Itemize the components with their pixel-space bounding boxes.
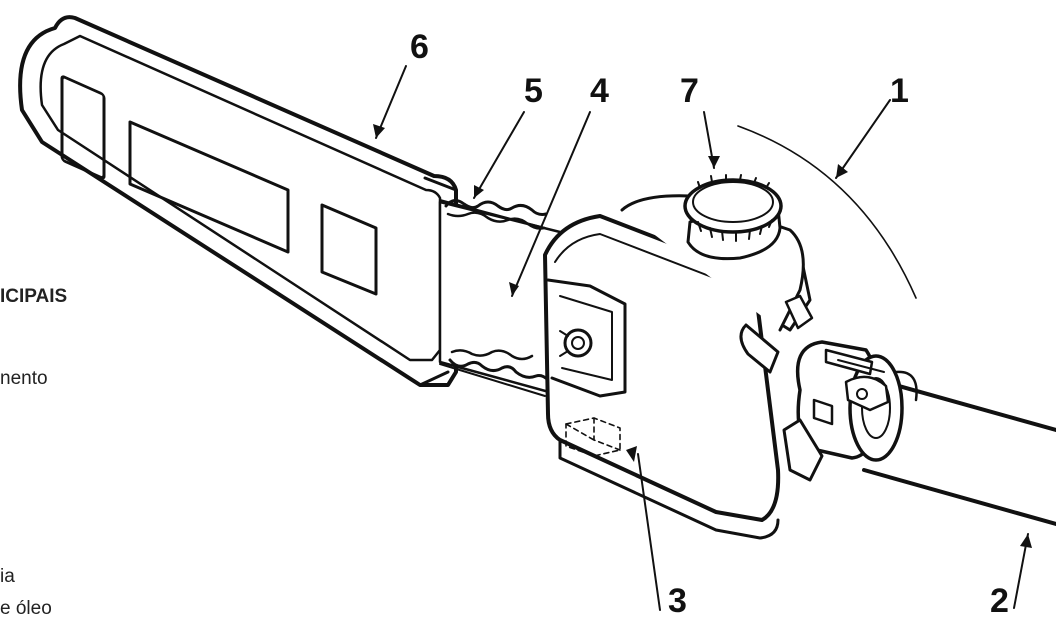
callout-7: 7 bbox=[680, 72, 699, 110]
side-text-line-3: e óleo bbox=[0, 598, 52, 619]
oil-cap-assembly bbox=[620, 174, 814, 332]
callout-3: 3 bbox=[668, 582, 687, 620]
callout-6: 6 bbox=[410, 28, 429, 66]
callout-1: 1 bbox=[890, 72, 909, 110]
side-heading-fragment: ICIPAIS bbox=[0, 286, 68, 307]
side-text-line-2: ia bbox=[0, 566, 15, 587]
shaft-and-coupling bbox=[782, 340, 1056, 526]
arrowheads bbox=[373, 124, 1032, 548]
callout-5: 5 bbox=[524, 72, 543, 110]
guide-bar-and-chain bbox=[438, 199, 562, 397]
oil-tank-hidden bbox=[565, 417, 621, 457]
callout-2: 2 bbox=[990, 582, 1009, 620]
callout-4: 4 bbox=[590, 72, 609, 110]
bar-cover bbox=[18, 15, 458, 387]
side-text-line-1: nento bbox=[0, 368, 48, 389]
leader-lines bbox=[375, 65, 1029, 611]
